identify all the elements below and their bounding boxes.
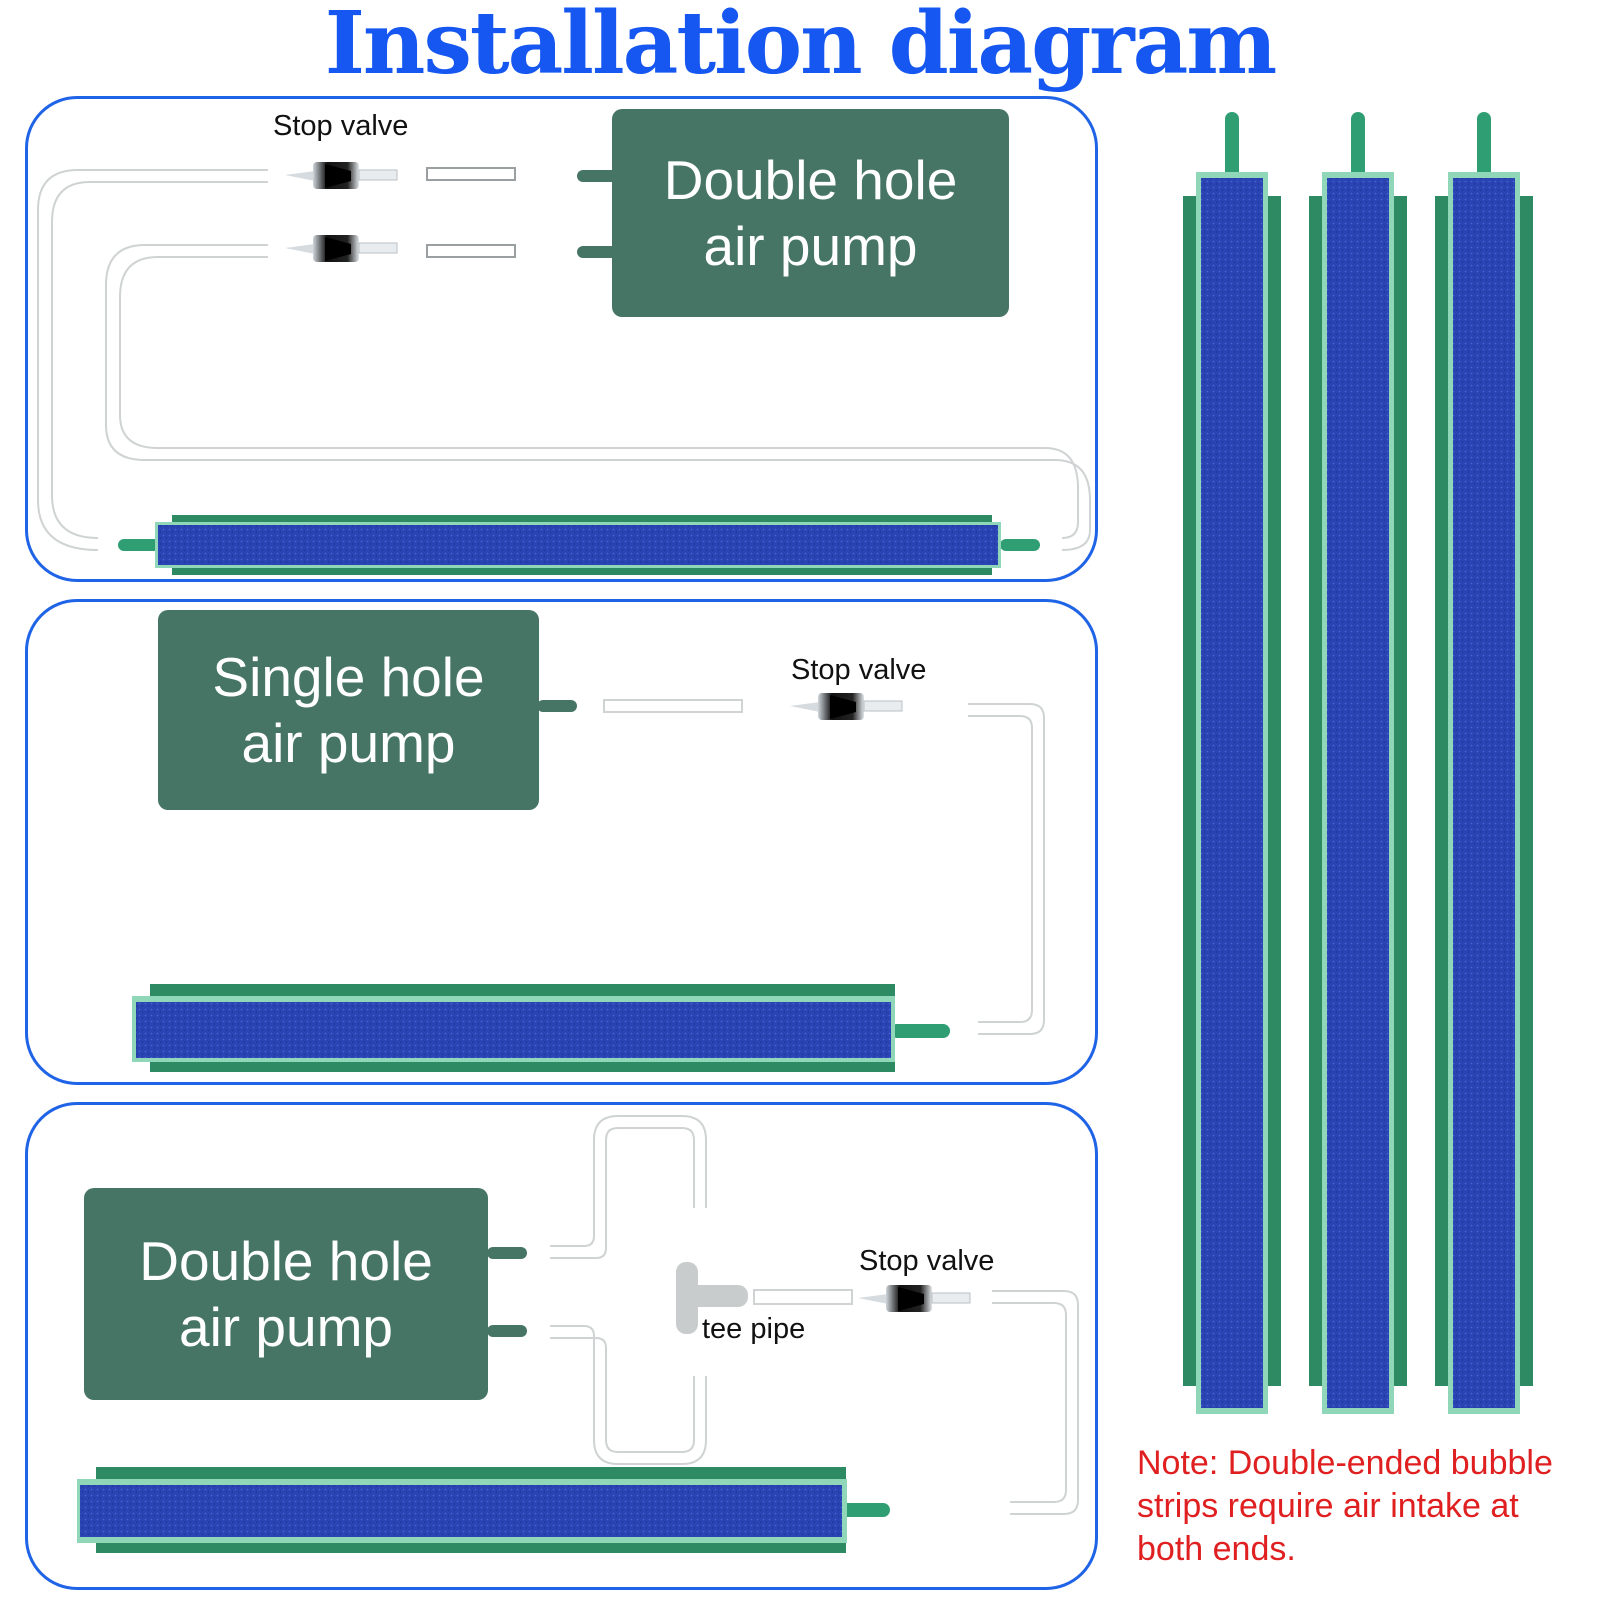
tee-pipe-icon	[676, 1262, 748, 1334]
pump-label-line2: air pump	[241, 712, 456, 774]
pump-label-line2: air pump	[179, 1296, 393, 1358]
bubble-strip-vertical	[1183, 112, 1281, 1414]
bubble-strip-horizontal	[77, 1467, 890, 1553]
single-hole-air-pump: Single hole air pump	[158, 610, 539, 810]
air-tubing-panel2	[603, 699, 1045, 1035]
pump-nozzles-panel1	[577, 170, 617, 258]
stop-valve-icon	[790, 693, 903, 720]
stop-valve-label: Stop valve	[273, 110, 409, 142]
stop-valve-icon	[285, 235, 398, 262]
note-line: both ends.	[1137, 1530, 1296, 1568]
bubble-strip-vertical	[1435, 112, 1533, 1414]
note-line: strips require air intake at	[1137, 1487, 1519, 1525]
air-tubing-panel1	[37, 167, 1091, 551]
stop-valve-label: Stop valve	[791, 654, 927, 686]
pump-nozzle	[537, 700, 577, 712]
bubble-strip-vertical	[1309, 112, 1407, 1414]
double-hole-air-pump: Double hole air pump	[612, 109, 1009, 317]
bubble-strip-horizontal	[132, 984, 950, 1072]
pump-label-line1: Double hole	[139, 1230, 433, 1292]
tee-pipe-label: tee pipe	[702, 1313, 806, 1345]
stop-valve-icon	[285, 162, 398, 189]
double-hole-air-pump: Double hole air pump	[84, 1188, 488, 1400]
pump-label-line1: Single hole	[212, 646, 485, 708]
stop-valve-icon	[858, 1285, 971, 1312]
note-line: Note: Double-ended bubble	[1137, 1444, 1553, 1482]
pump-label-line2: air pump	[703, 215, 918, 277]
stop-valve-label: Stop valve	[859, 1245, 995, 1277]
pump-label-line1: Double hole	[663, 149, 958, 211]
air-tubing-panel3	[550, 1115, 1079, 1515]
bubble-strip-horizontal	[118, 515, 1040, 575]
page-title: Installation diagram	[324, 0, 1278, 94]
pump-nozzles-panel3	[487, 1247, 527, 1337]
note-text: Note: Double-ended bubble strips require…	[1137, 1442, 1592, 1571]
